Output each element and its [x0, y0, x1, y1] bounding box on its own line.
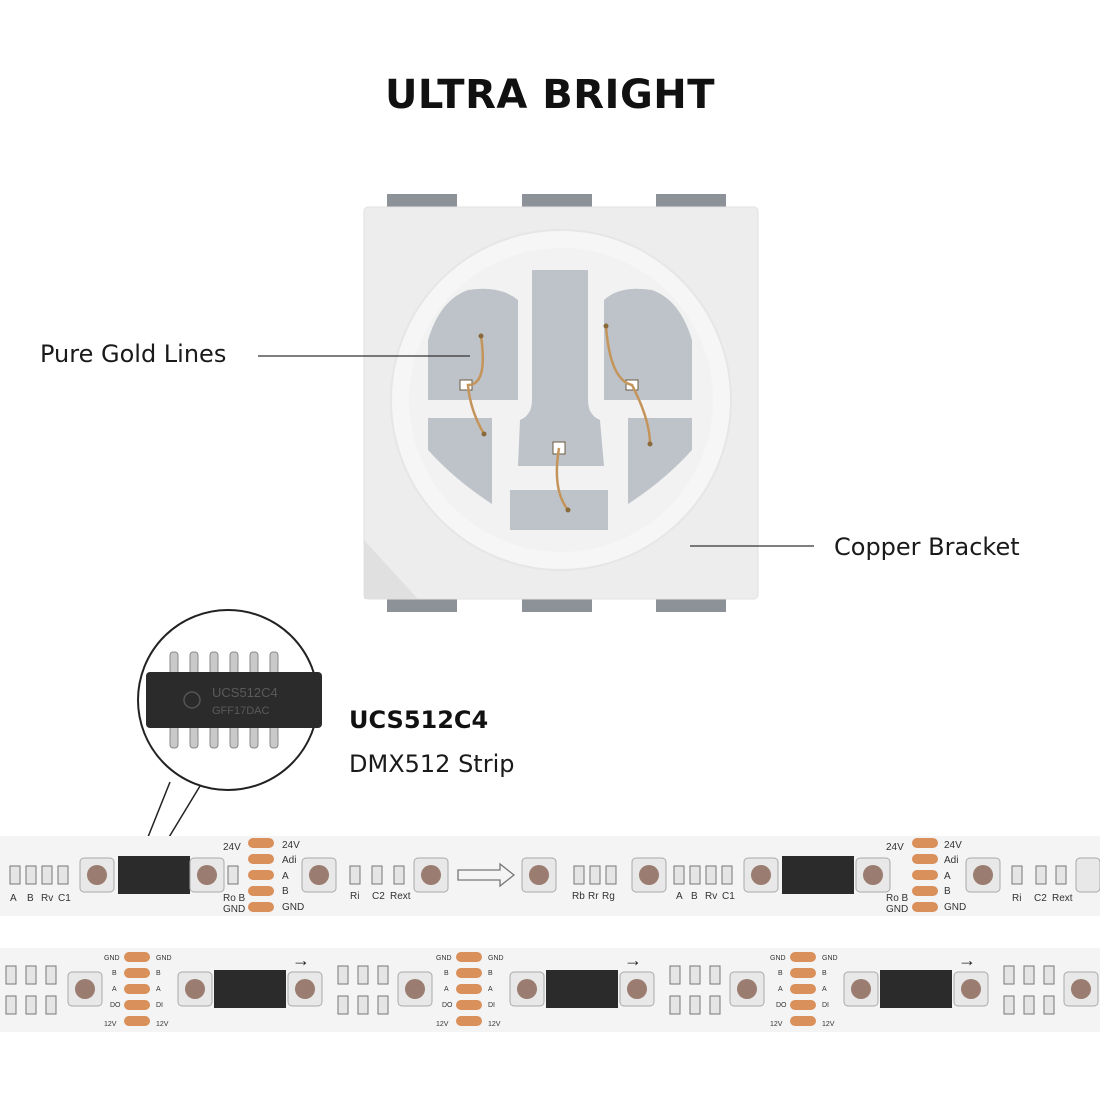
svg-text:DI: DI: [488, 1002, 495, 1009]
svg-text:B: B: [27, 893, 34, 904]
svg-text:GND: GND: [944, 902, 966, 913]
pad-lower-left: [428, 418, 492, 504]
svg-text:B: B: [282, 886, 289, 897]
svg-text:A: A: [778, 986, 783, 993]
led-polarity-corner: [364, 540, 418, 599]
svg-text:DO: DO: [776, 1002, 787, 1009]
svg-text:12V: 12V: [436, 1021, 449, 1028]
svg-text:Adi: Adi: [944, 855, 958, 866]
svg-text:GND: GND: [282, 902, 304, 913]
led-leg: [522, 598, 592, 612]
chip-marking-1: UCS512C4: [212, 685, 278, 700]
svg-text:B: B: [156, 970, 161, 977]
led-leg: [522, 194, 592, 208]
svg-text:B: B: [944, 886, 951, 897]
svg-text:A: A: [822, 986, 827, 993]
led-leg: [387, 194, 457, 208]
arrow-right-icon: →: [292, 950, 310, 970]
svg-text:A: A: [444, 986, 449, 993]
svg-text:Adi: Adi: [282, 855, 296, 866]
strip-top-labels: A B Rv C1 24V Ro B GND 24V Adi A B GND R…: [10, 840, 1073, 915]
svg-text:Ro B: Ro B: [886, 893, 909, 904]
svg-text:GND: GND: [223, 904, 245, 915]
svg-text:12V: 12V: [822, 1021, 835, 1028]
svg-text:C2: C2: [1034, 893, 1047, 904]
svg-text:12V: 12V: [156, 1021, 169, 1028]
svg-text:B: B: [444, 970, 449, 977]
svg-text:Ro B: Ro B: [223, 893, 246, 904]
svg-text:GND: GND: [886, 904, 908, 915]
callout-pure-gold-lines: Pure Gold Lines: [40, 340, 227, 368]
arrow-right-icon: →: [958, 950, 976, 970]
svg-text:Ri: Ri: [1012, 893, 1021, 904]
svg-text:A: A: [488, 986, 493, 993]
svg-text:B: B: [691, 891, 698, 902]
svg-text:DO: DO: [110, 1002, 121, 1009]
svg-text:A: A: [112, 986, 117, 993]
chip-model-name: UCS512C4: [349, 706, 489, 734]
pad-lower-right: [628, 418, 692, 504]
svg-text:Rb: Rb: [572, 891, 585, 902]
svg-text:DI: DI: [156, 1002, 163, 1009]
gold-wire: [555, 447, 569, 511]
svg-text:Rv: Rv: [41, 893, 53, 904]
led-leg: [656, 598, 726, 612]
svg-text:Ri: Ri: [350, 891, 359, 902]
svg-text:C2: C2: [372, 891, 385, 902]
chip-subtitle: DMX512 Strip: [349, 750, 515, 778]
svg-text:Rg: Rg: [602, 891, 615, 902]
pad-center: [518, 270, 604, 466]
svg-text:24V: 24V: [944, 840, 962, 851]
arrow-right-icon: →: [624, 950, 642, 970]
pad-bottom: [510, 490, 608, 530]
svg-text:A: A: [676, 891, 683, 902]
svg-text:12V: 12V: [488, 1021, 501, 1028]
strip-bottom-components: [5, 952, 1099, 1026]
svg-text:A: A: [156, 986, 161, 993]
svg-text:24V: 24V: [282, 840, 300, 851]
callout-copper-bracket: Copper Bracket: [834, 533, 1020, 561]
svg-text:GND: GND: [488, 955, 504, 962]
chip-marking-2: GFF17DAC: [212, 705, 270, 717]
page-title: ULTRA BRIGHT: [384, 72, 716, 118]
svg-text:24V: 24V: [886, 842, 904, 853]
svg-text:Rv: Rv: [705, 891, 717, 902]
direction-arrow-icon: [457, 862, 516, 888]
svg-text:GND: GND: [436, 955, 452, 962]
gold-wire: [604, 325, 652, 445]
svg-text:DI: DI: [822, 1002, 829, 1009]
svg-text:C1: C1: [722, 891, 735, 902]
strip-top-components: [9, 838, 1100, 912]
svg-text:B: B: [112, 970, 117, 977]
svg-text:A: A: [282, 871, 289, 882]
chip-zoom-body: [146, 672, 322, 728]
svg-text:B: B: [488, 970, 493, 977]
svg-text:C1: C1: [58, 893, 71, 904]
pad-upper-left: [428, 288, 518, 400]
strip-direction-arrows: → → →: [292, 950, 976, 970]
svg-text:B: B: [778, 970, 783, 977]
led-leg: [656, 194, 726, 208]
svg-text:Rext: Rext: [390, 891, 411, 902]
led-leg: [387, 598, 457, 612]
gold-wire: [466, 335, 486, 435]
svg-text:A: A: [10, 893, 17, 904]
strip-bottom-labels: GND B A DO 12V GND B A DI 12V GND B A DO…: [104, 955, 838, 1028]
chip-logo: [183, 691, 201, 709]
svg-text:12V: 12V: [104, 1021, 117, 1028]
svg-text:A: A: [944, 871, 951, 882]
svg-text:24V: 24V: [223, 842, 241, 853]
svg-text:Rr: Rr: [588, 891, 599, 902]
svg-text:Rext: Rext: [1052, 893, 1073, 904]
svg-text:12V: 12V: [770, 1021, 783, 1028]
svg-text:GND: GND: [822, 955, 838, 962]
svg-text:GND: GND: [104, 955, 120, 962]
svg-text:DO: DO: [442, 1002, 453, 1009]
svg-text:B: B: [822, 970, 827, 977]
pad-upper-right: [604, 288, 692, 400]
svg-text:GND: GND: [770, 955, 786, 962]
svg-text:GND: GND: [156, 955, 172, 962]
